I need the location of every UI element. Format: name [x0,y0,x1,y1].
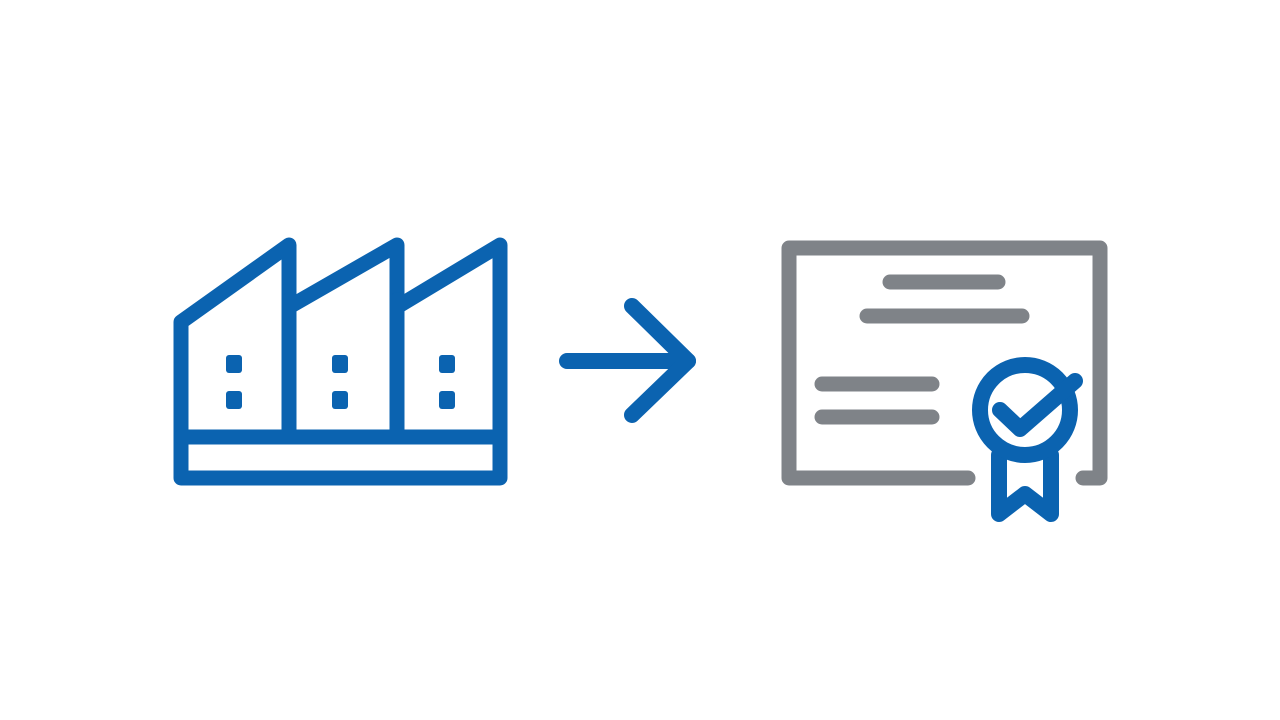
check-icon [992,373,1083,437]
factory-window [226,355,242,373]
factory-icon [173,237,508,486]
factory-outline [173,237,508,486]
factory-window [332,391,348,409]
certificate-frame [781,240,1108,486]
factory-windows [226,355,455,409]
seal-ribbon [991,447,1059,522]
seal-ring [972,357,1078,463]
award-seal-check-icon [972,357,1083,522]
factory-window [332,355,348,373]
factory-window [439,391,455,409]
certificate-icon [781,240,1108,486]
factory-window [226,391,242,409]
factory-window [439,355,455,373]
arrow-right-icon [559,298,696,423]
